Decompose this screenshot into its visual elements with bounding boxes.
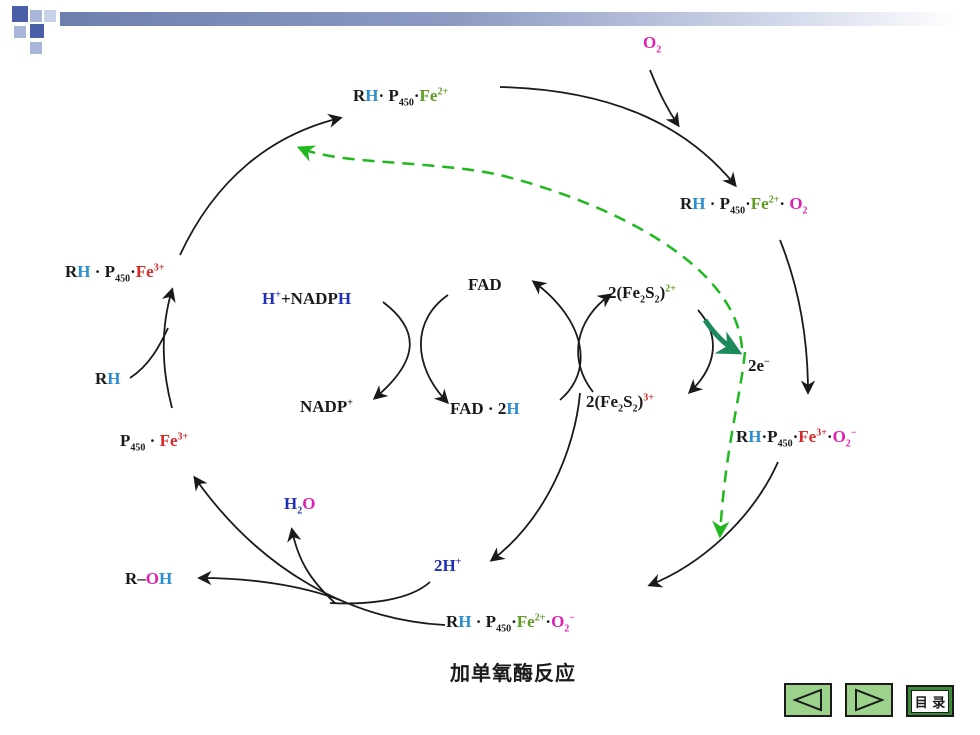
header-square-3 xyxy=(14,26,26,38)
header-square-6 xyxy=(30,42,42,54)
fad-2h-label: FAD · 2H xyxy=(450,399,520,418)
nadph-label: H++NADPH xyxy=(262,289,352,308)
node-p450-fe3: P450 · Fe3+ xyxy=(120,431,189,454)
arrow-2h-in xyxy=(329,581,431,605)
toc-label: 目 录 xyxy=(910,689,950,713)
arrow-left-to-top xyxy=(179,113,343,256)
table-of-contents-button[interactable]: 目 录 xyxy=(906,685,954,717)
o2-input-label: O2 xyxy=(643,33,662,56)
arrow-top-to-topright xyxy=(499,86,737,188)
arrow-fad-to-fad2h xyxy=(419,294,449,405)
node-rh-p450-fe2-o2minus: RH · P450·Fe2+·O2− xyxy=(446,612,575,635)
node-rh-p450-fe3: RH · P450·Fe3+ xyxy=(65,262,165,285)
figure-caption: 加单氧酶反应 xyxy=(450,661,576,685)
nadp-label: NADP+ xyxy=(300,397,353,416)
arrow-bottom-to-left-low xyxy=(193,475,446,626)
header-gradient-bar xyxy=(60,12,960,26)
header-square-1 xyxy=(12,6,28,22)
electron-path-to-top xyxy=(296,145,744,349)
arrow-fad2h-to-2h xyxy=(489,392,581,562)
prev-slide-button[interactable] xyxy=(784,683,832,717)
header-square-5 xyxy=(44,10,56,22)
triangle-left-icon xyxy=(792,688,822,712)
arrow-topright-to-right xyxy=(779,239,816,395)
r-oh-product-label: R–OH xyxy=(125,569,173,588)
fe2s2-reduced-label: 2(Fe2S2)2+ xyxy=(608,283,676,306)
arrow-right-to-bottom xyxy=(647,461,779,588)
arrow-electron-transfer xyxy=(702,318,743,355)
fe2s2-oxidized-label: 2(Fe2S2)3+ xyxy=(586,392,654,415)
node-rh-p450-fe2-top: RH· P450·Fe2+ xyxy=(353,86,449,109)
arrow-fad2h-to-fad xyxy=(531,280,582,401)
rh-substrate-label: RH xyxy=(95,369,121,388)
h2o-product-label: H2O xyxy=(284,494,316,517)
arrow-fes-red-to-ox xyxy=(687,309,714,395)
triangle-right-icon xyxy=(855,688,885,712)
header-square-2 xyxy=(30,10,42,22)
header-square-4 xyxy=(30,24,44,38)
node-rh-p450-fe3-o2minus: RH·P450·Fe3+·O2− xyxy=(736,427,857,450)
arrow-fes-ox-to-red xyxy=(577,293,613,393)
next-slide-button[interactable] xyxy=(845,683,893,717)
arrow-left-low-to-left xyxy=(161,287,176,409)
fad-label: FAD xyxy=(468,275,502,294)
arrow-rh-in xyxy=(129,327,169,379)
2e-minus-label: 2e− xyxy=(748,356,770,375)
arrow-o2-in xyxy=(649,69,680,128)
node-rh-p450-fe2-o2: RH · P450·Fe2+· O2 xyxy=(680,194,808,217)
arrow-h2o-out xyxy=(287,527,336,604)
arrow-nadph-to-nadp xyxy=(372,301,411,400)
2h-plus-label: 2H+ xyxy=(434,556,462,575)
